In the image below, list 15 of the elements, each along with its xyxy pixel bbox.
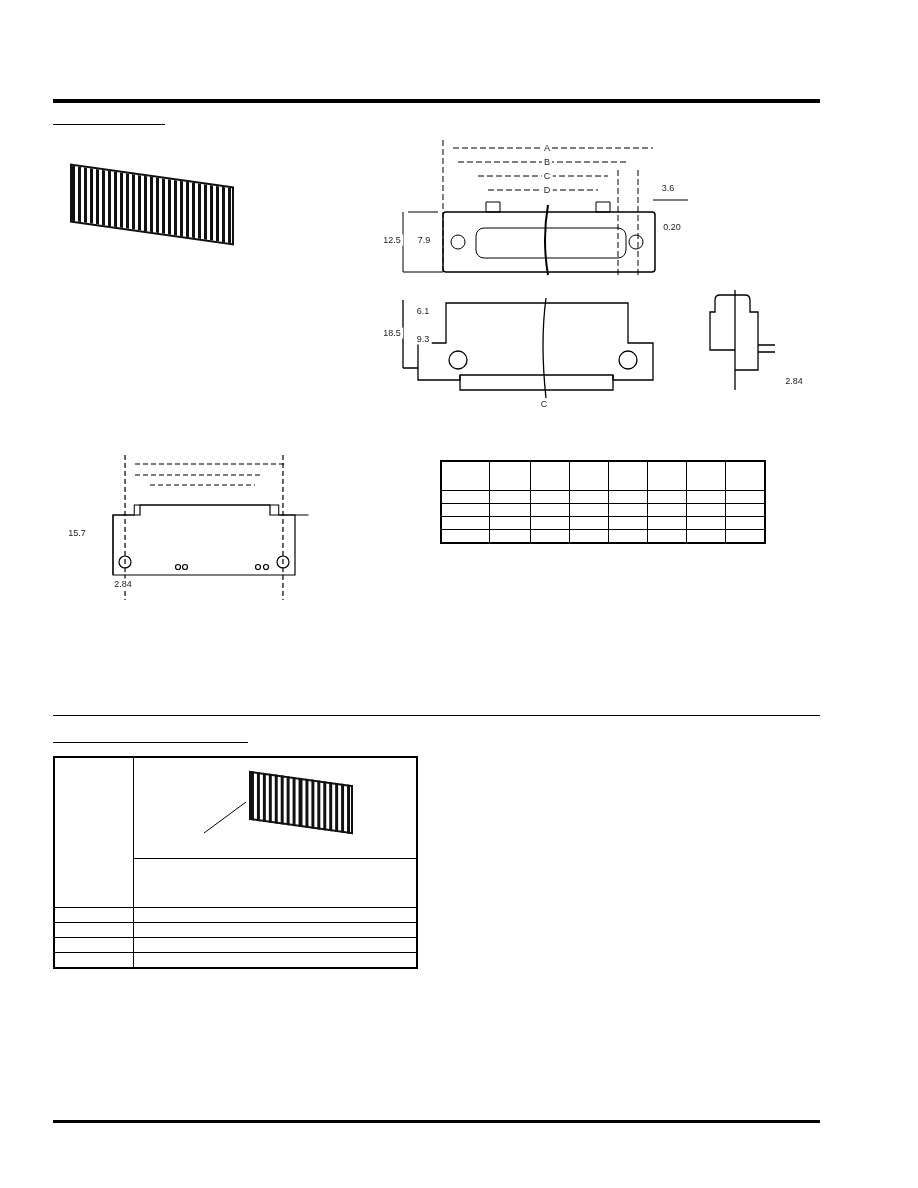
dimension-label: 6.1 [414,305,432,317]
dimension-label: 2.84 [112,578,134,590]
dimension-label: 18.5 [381,327,403,339]
dimension-label: D [541,184,553,196]
dimension-label: 7.9 [415,234,433,246]
dimension-label: 12.5 [381,234,403,246]
dimension-label: 0.20 [661,221,683,233]
dimension-label: C [541,170,553,182]
dimension-label: 3.6 [659,182,677,194]
dimension-label: 15.7 [66,527,88,539]
dimension-label: B [542,156,552,168]
dimension-label: 2.84 [783,375,805,387]
dimension-label: A [542,142,552,154]
dimension-label: 9.3 [414,333,432,345]
dimension-label: C [538,398,550,410]
